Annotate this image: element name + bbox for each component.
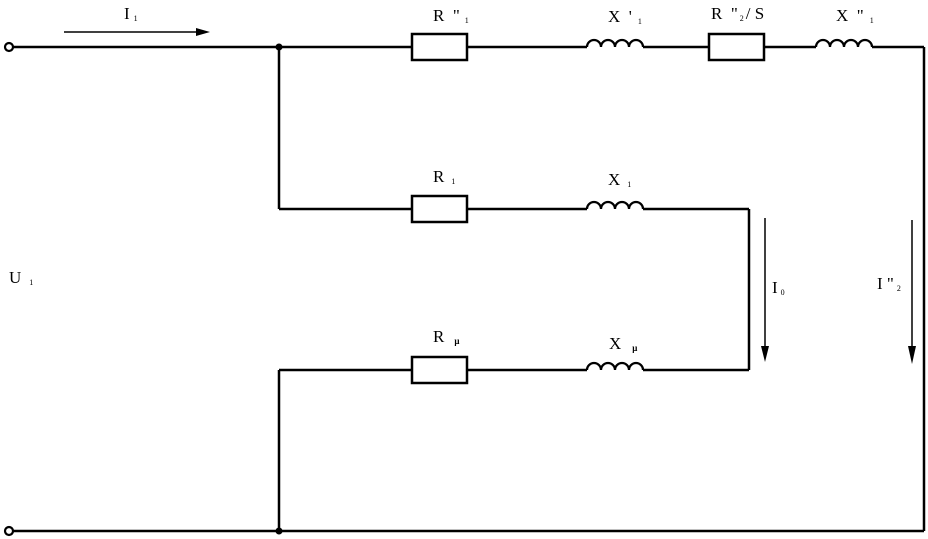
- inductor-x-top: [585, 38, 645, 48]
- junction-bottom: [275, 527, 283, 535]
- inductor-x-mu: [585, 361, 645, 371]
- label-r-top: R "1: [433, 6, 469, 25]
- junction-top: [275, 43, 283, 51]
- label-r2-over-s: R "2/ S: [711, 4, 764, 23]
- label-x2-top: X "1: [836, 6, 874, 25]
- arrow-i1: [64, 28, 210, 36]
- arrow-i0: [761, 218, 769, 362]
- resistor-r-top: [410, 32, 469, 62]
- label-x-top: X '1: [608, 7, 642, 26]
- resistor-r1: [410, 194, 469, 224]
- input-terminal-top: [3, 41, 15, 53]
- inductor-x1: [585, 200, 645, 210]
- inductor-x2-top: [814, 38, 874, 48]
- label-i2: I "2: [877, 274, 901, 293]
- input-terminal-bottom: [3, 525, 15, 537]
- resistor-r2-over-s: [707, 32, 766, 62]
- resistor-r-mu: [410, 355, 469, 385]
- arrow-i2: [908, 220, 916, 364]
- wires: [12, 45, 926, 533]
